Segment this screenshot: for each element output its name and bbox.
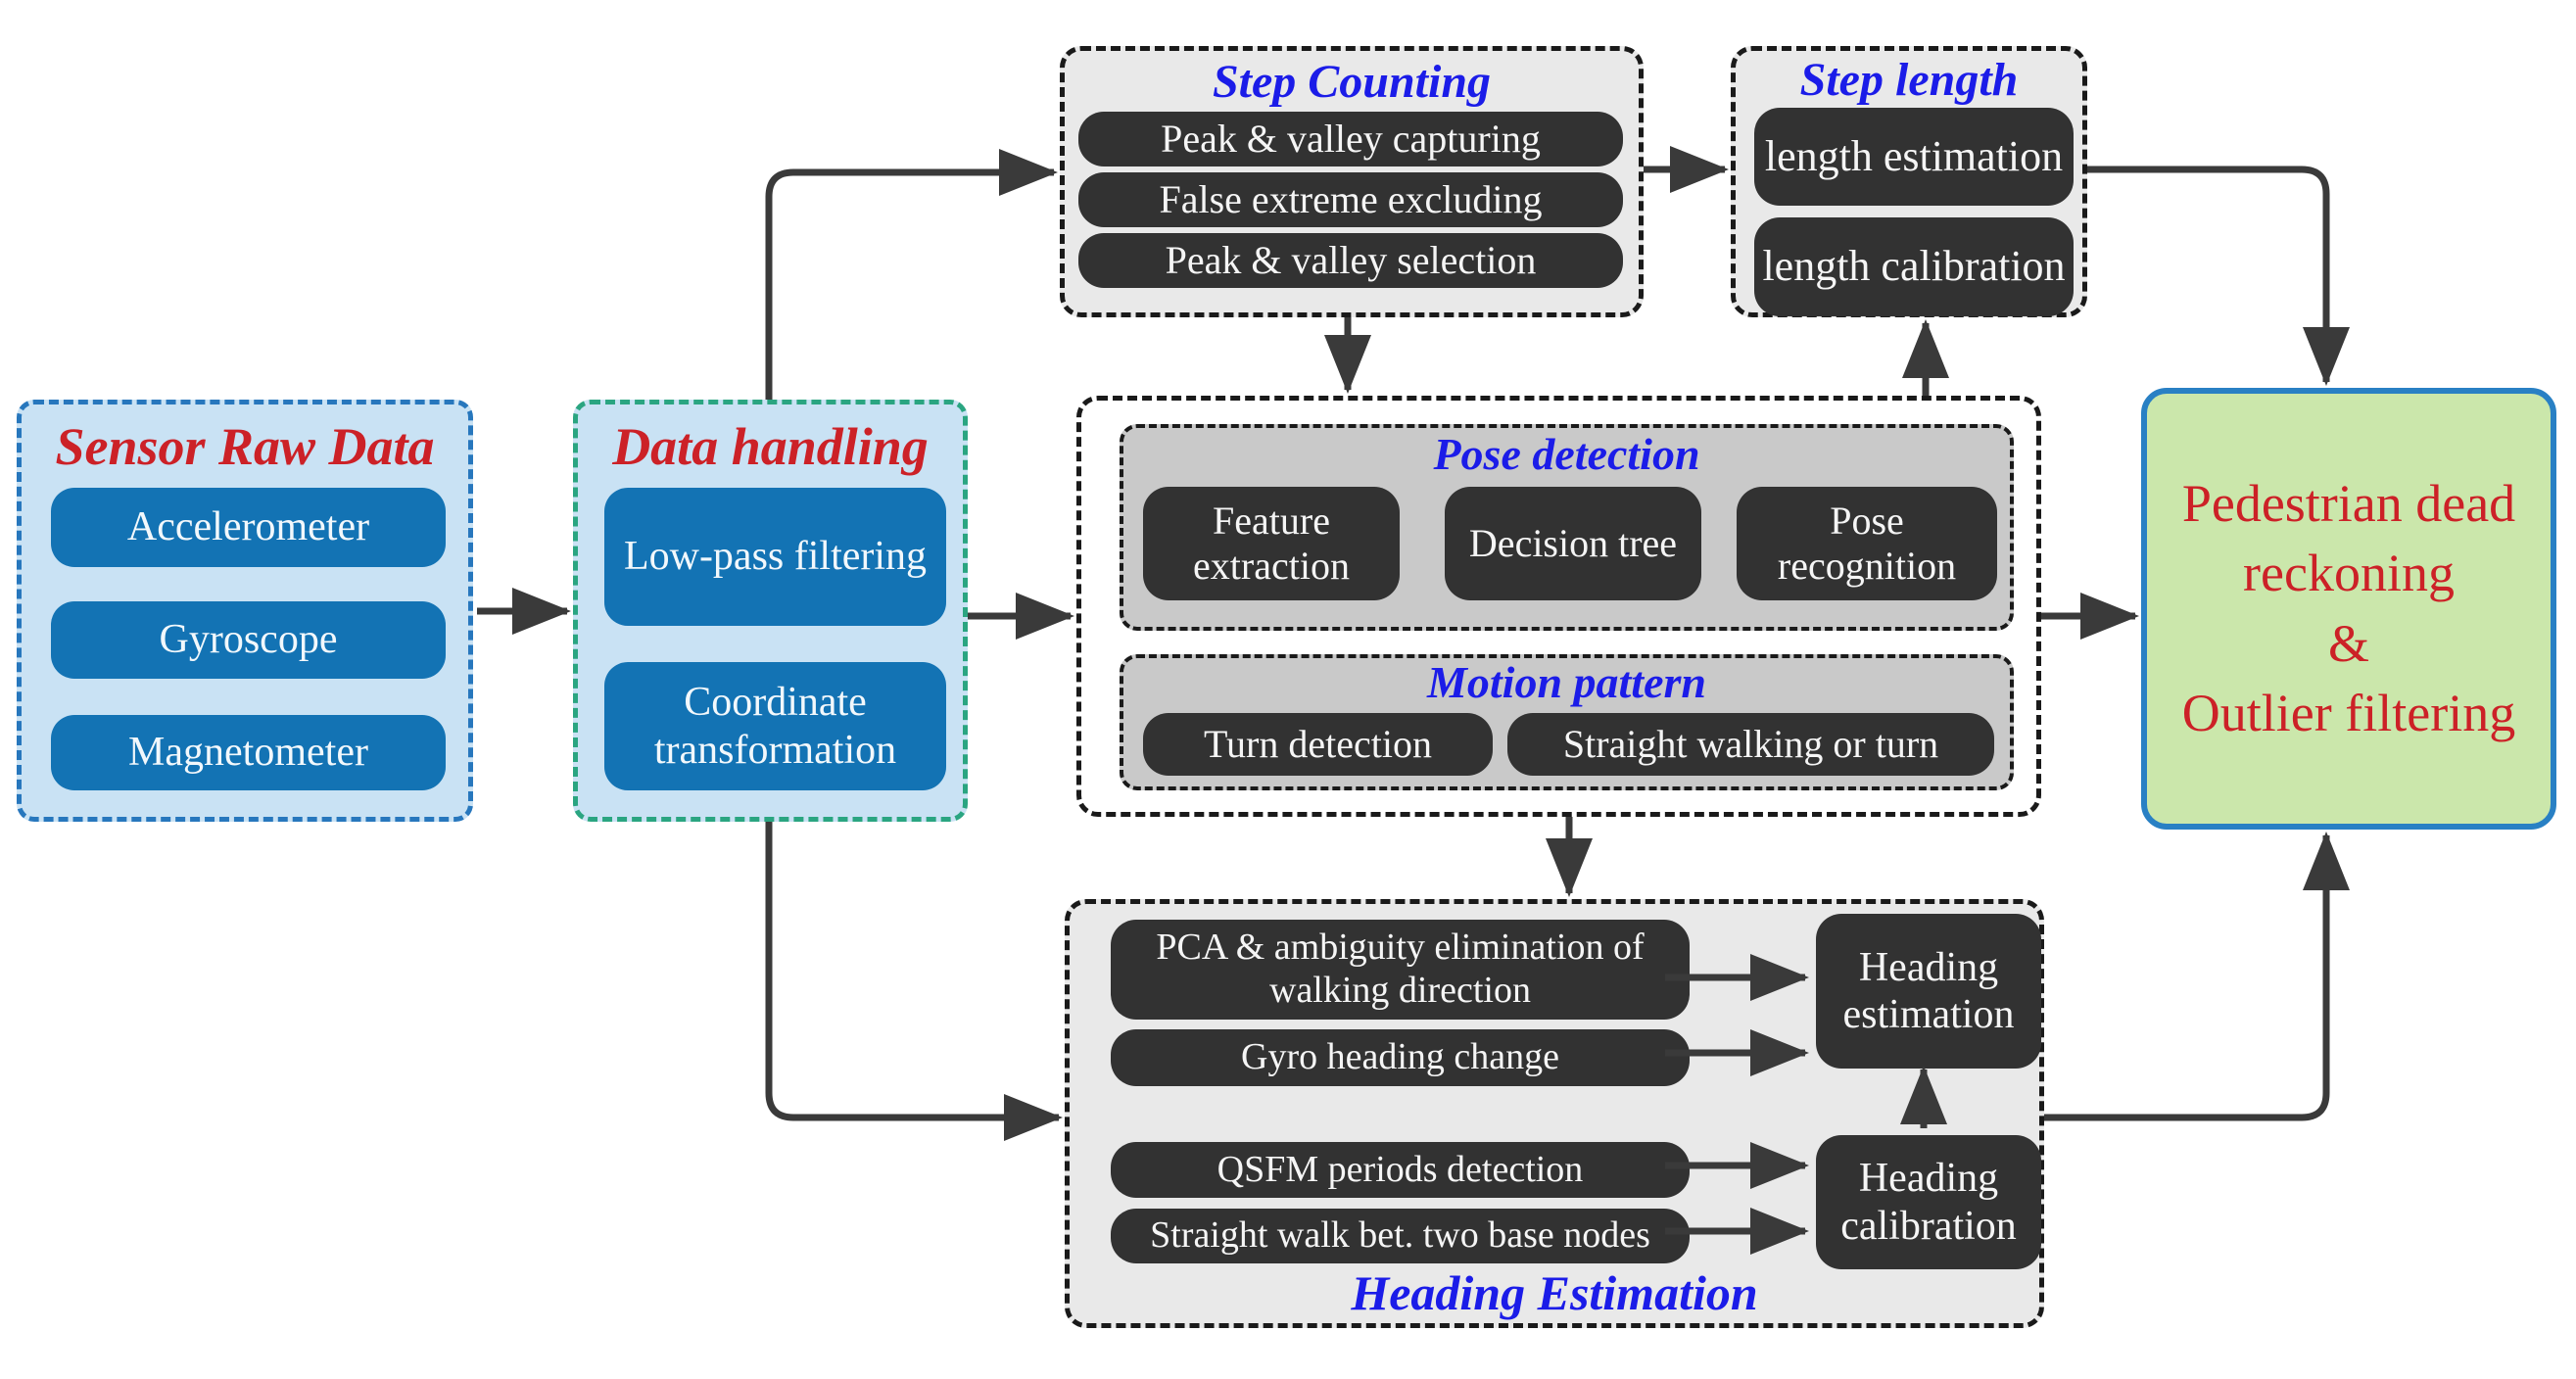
step-length-item-calibration: length calibration (1754, 217, 2074, 316)
step-length-group: Step length length estimation length cal… (1731, 46, 2087, 317)
sensor-item-magnetometer: Magnetometer (51, 715, 446, 790)
handling-item-coordinate: Coordinate transformation (604, 662, 946, 790)
heading-estimation-title: Heading Estimation (1351, 1265, 1758, 1320)
sensor-raw-data-group: Sensor Raw Data Accelerometer Gyroscope … (17, 400, 473, 822)
motion-pattern-title: Motion pattern (1426, 657, 1706, 707)
sensor-item-gyroscope: Gyroscope (51, 601, 446, 679)
heading-item-straight-walk: Straight walk bet. two base nodes (1111, 1209, 1690, 1263)
arrow-heading-to-pdr (2044, 832, 2350, 1121)
step-counting-group: Step Counting Peak & valley capturing Fa… (1060, 46, 1644, 317)
step-length-title: Step length (1799, 54, 2019, 106)
step-length-item-estimation: length estimation (1754, 108, 2074, 206)
pdr-line-3: Outlier filtering (2181, 683, 2516, 742)
motion-item-straight-walking: Straight walking or turn (1507, 713, 1994, 776)
sensor-item-accelerometer: Accelerometer (51, 488, 446, 567)
heading-calibration-pill: Heading calibration (1816, 1135, 2041, 1269)
pose-item-feature-extraction: Feature extraction (1143, 487, 1400, 600)
pdr-line-1: Pedestrian dead reckoning (2181, 473, 2516, 603)
step-counting-item-excluding: False extreme excluding (1078, 172, 1623, 227)
heading-estimation-group: PCA & ambiguity elimination of walking d… (1065, 899, 2044, 1328)
arrow-step-length-to-pdr (2087, 166, 2350, 386)
data-handling-group: Data handling Low-pass filtering Coordin… (573, 400, 968, 822)
arrow-handling-to-step-counting (765, 149, 1058, 400)
heading-estimation-pill: Heading estimation (1816, 914, 2041, 1069)
data-handling-title: Data handling (612, 417, 929, 476)
step-counting-title: Step Counting (1212, 56, 1492, 108)
sensor-raw-data-title: Sensor Raw Data (55, 417, 435, 476)
motion-item-turn-detection: Turn detection (1143, 713, 1493, 776)
heading-item-pca: PCA & ambiguity elimination of walking d… (1111, 920, 1690, 1020)
arrow-handling-to-heading (765, 822, 1063, 1141)
step-counting-item-selection: Peak & valley selection (1078, 233, 1623, 288)
pose-item-decision-tree: Decision tree (1445, 487, 1701, 600)
pose-motion-outer-group: Pose detection Feature extraction Decisi… (1076, 396, 2041, 817)
pose-detection-group: Pose detection Feature extraction Decisi… (1120, 424, 2014, 631)
heading-item-qsfm: QSFM periods detection (1111, 1142, 1690, 1198)
heading-item-gyro-change: Gyro heading change (1111, 1029, 1690, 1086)
pdr-line-2: & (2327, 613, 2369, 673)
motion-pattern-group: Motion pattern Turn detection Straight w… (1120, 654, 2014, 790)
handling-item-lowpass: Low-pass filtering (604, 488, 946, 626)
pdr-output-box: Pedestrian dead reckoning & Outlier filt… (2141, 388, 2556, 830)
step-counting-item-capturing: Peak & valley capturing (1078, 112, 1623, 166)
pose-item-pose-recognition: Pose recognition (1737, 487, 1997, 600)
pose-detection-title: Pose detection (1433, 429, 1700, 479)
